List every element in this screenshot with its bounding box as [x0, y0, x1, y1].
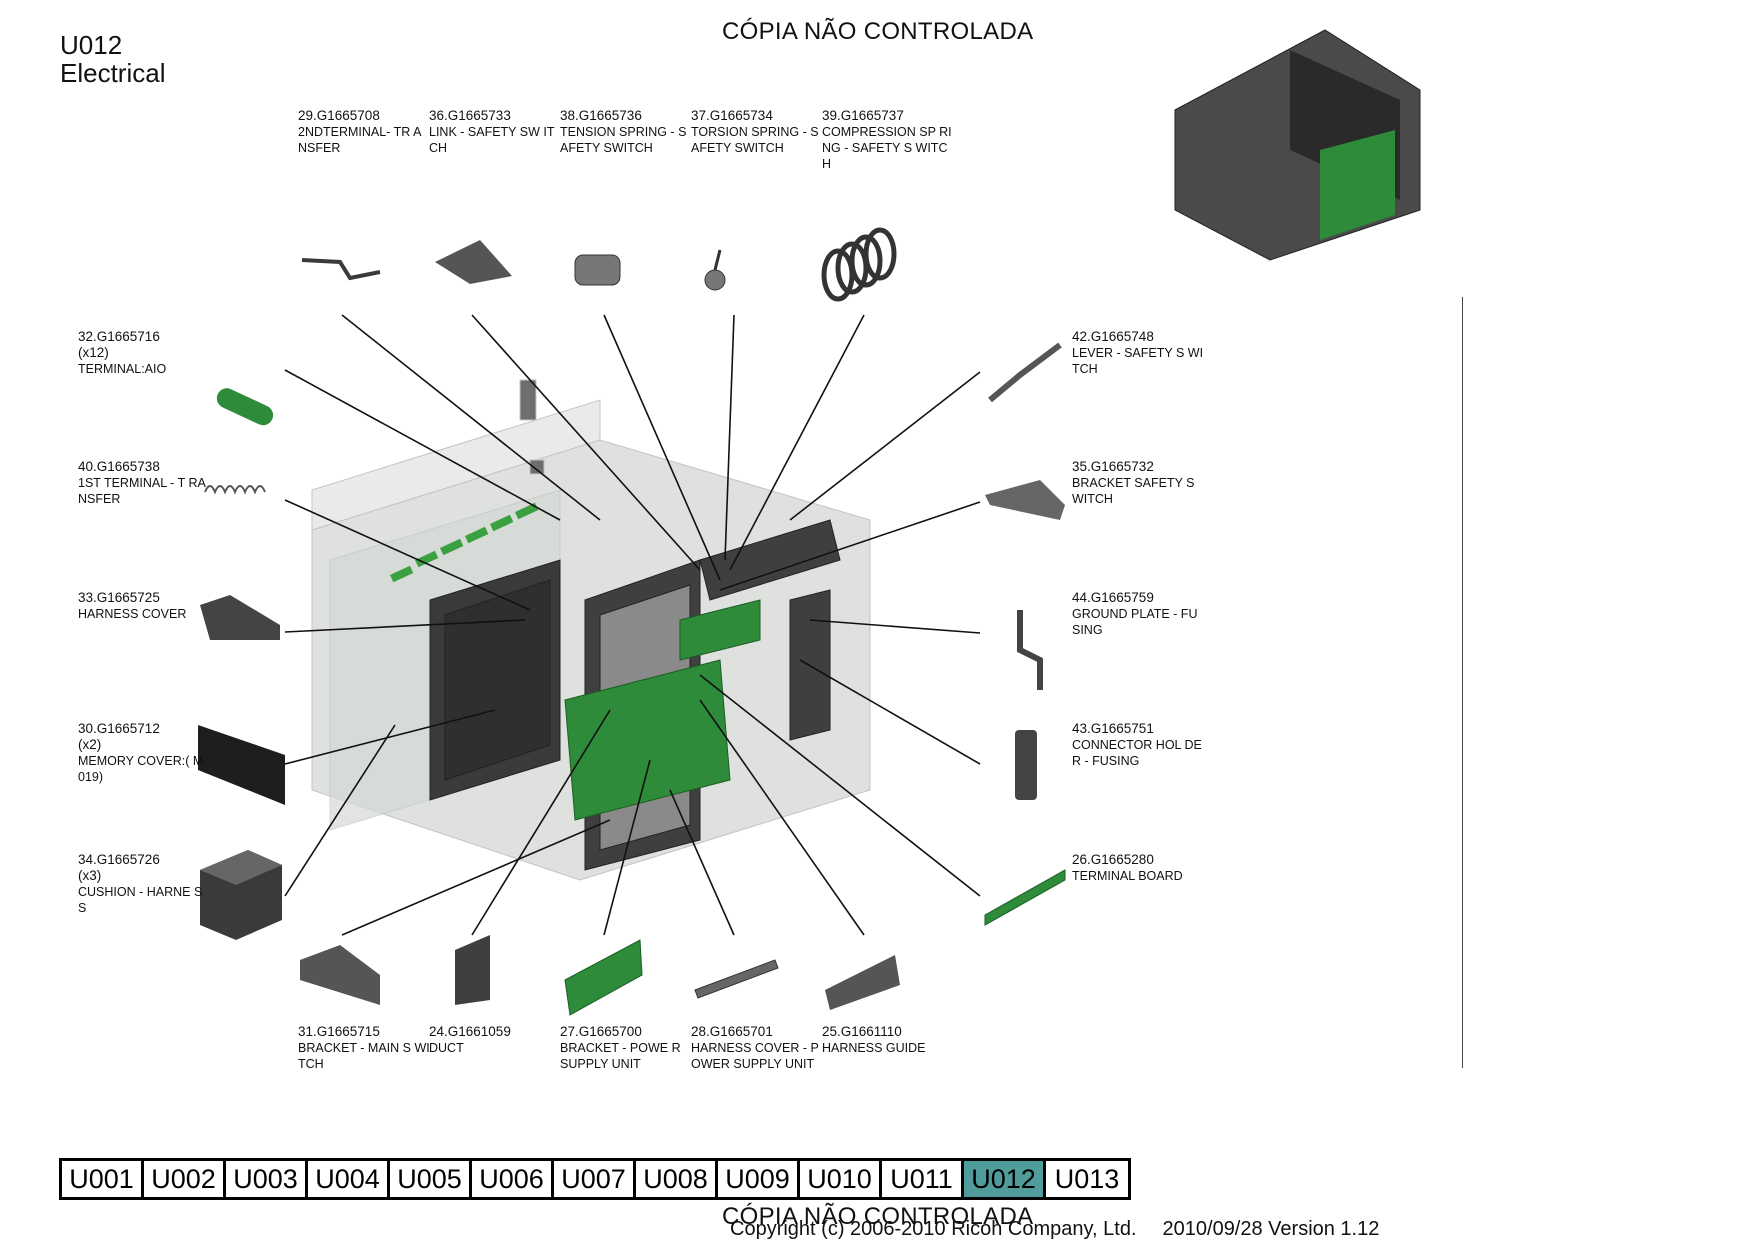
part-icon-30	[198, 725, 285, 805]
machine-thumbnail	[1174, 29, 1421, 261]
page-tabs: U001 U002 U003 U004 U005 U006 U007 U008 …	[59, 1158, 1131, 1200]
part-icon-32	[216, 388, 274, 426]
part-icon-37	[704, 249, 726, 291]
part-icon-27	[564, 939, 643, 1016]
callout-32: 32.G1665716(x12)TERMINAL:AIO	[78, 329, 167, 376]
watermark-bottom: CÓPIA NÃO CONTROLADA	[722, 1203, 1034, 1230]
tab-u013[interactable]: U013	[1046, 1161, 1128, 1197]
tab-u011[interactable]: U011	[882, 1161, 964, 1197]
part-icon-33	[200, 595, 280, 640]
part-icon-24	[455, 935, 490, 1005]
footer-version: 2010/09/28 Version 1.12	[1162, 1218, 1380, 1240]
tab-u006[interactable]: U006	[472, 1161, 554, 1197]
footer-copyright: Copyright (c) 2006-2010 Ricoh Company, L…	[730, 1218, 1137, 1240]
watermark-top: CÓPIA NÃO CONTROLADA	[722, 18, 1034, 45]
part-icon-25	[825, 955, 900, 1010]
part-icon-34	[200, 850, 282, 940]
part-icon-28	[694, 959, 779, 999]
tab-u001[interactable]: U001	[62, 1161, 144, 1197]
tab-u002[interactable]: U002	[144, 1161, 226, 1197]
part-icon-43	[1015, 730, 1037, 800]
part-icon-40	[204, 485, 266, 495]
part-icon-36	[435, 240, 512, 284]
part-icon-44	[1017, 610, 1043, 690]
callout-34: 34.G1665726(x3)CUSHION - HARNE SS	[78, 852, 203, 915]
tab-u004[interactable]: U004	[308, 1161, 390, 1197]
pcb-boards	[564, 599, 761, 821]
tab-u009[interactable]: U009	[718, 1161, 800, 1197]
tab-u012[interactable]: U012	[964, 1161, 1046, 1197]
part-icon-26	[984, 869, 1066, 926]
leader-lines	[284, 314, 981, 936]
part-icon-38	[574, 254, 621, 286]
part-icon-29	[301, 258, 381, 281]
divider-line	[1462, 297, 1463, 1068]
tab-u007[interactable]: U007	[554, 1161, 636, 1197]
tab-u005[interactable]: U005	[390, 1161, 472, 1197]
tab-u010[interactable]: U010	[800, 1161, 882, 1197]
part-icon-39	[821, 227, 897, 302]
page-code: U012	[60, 30, 123, 60]
part-icon-31	[300, 945, 380, 1005]
terminal-row	[389, 502, 539, 583]
tab-u008[interactable]: U008	[636, 1161, 718, 1197]
footer: Copyright (c) 2006-2010 Ricoh Company, L…	[730, 1218, 1379, 1241]
part-icon-42	[988, 342, 1062, 403]
part-icon-35	[985, 480, 1065, 520]
callout-30: 30.G1665712(x2)MEMORY COVER:( M019)	[78, 721, 204, 784]
tab-u003[interactable]: U003	[226, 1161, 308, 1197]
page-title: Electrical	[60, 58, 166, 88]
